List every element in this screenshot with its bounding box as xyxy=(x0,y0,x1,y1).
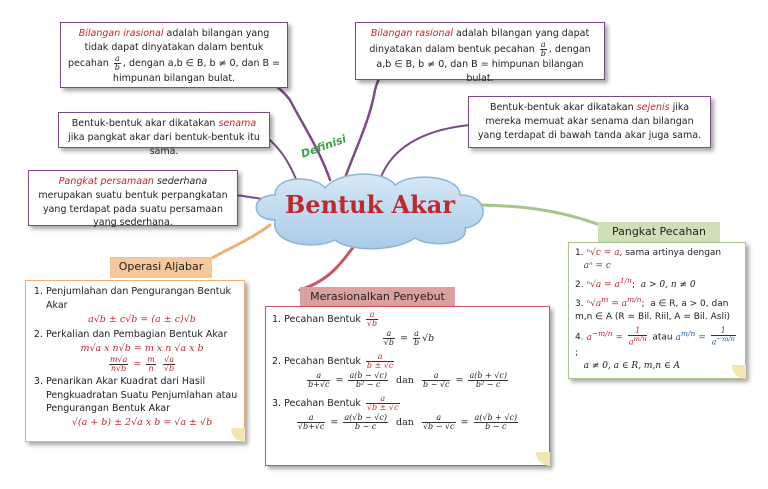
def-pangkat-persamaan-text: merupakan suatu bentuk perpangkatan yang… xyxy=(38,189,228,229)
operasi-item-1-label: Penjumlahan dan Pengurangan Bentuk Akar xyxy=(46,286,231,311)
operasi-item-2-label: Perkalian dan Pembagian Bentuk Akar xyxy=(46,329,228,341)
pangkat-item-2: 2. ⁿ√a = a1/n; a > 0, n ≠ 0 xyxy=(575,276,696,291)
merasional-item-3-label: Pecahan Bentuk xyxy=(284,398,361,409)
merasional-item-3: 3. Pecahan Bentuk a√b ± √c xyxy=(272,394,400,412)
def-rasional-box: Bilangan rasional adalah bilangan yang d… xyxy=(355,22,605,84)
operasi-item-1: Penjumlahan dan Pengurangan Bentuk Akar … xyxy=(46,285,238,326)
def-senama-box: Bentuk-bentuk akar dikatakan senama jika… xyxy=(58,112,270,157)
def-sejenis-post: jika mereka memuat akar senama dan bilan… xyxy=(477,102,702,141)
def-sejenis-pre: Bentuk-bentuk akar dikatakan xyxy=(489,102,637,113)
def-irasional-text2: , dengan a,b ∈ B, b ≠ 0, dan B = himpuna… xyxy=(112,57,280,84)
dan-label: dan xyxy=(396,417,414,428)
pangkat-item-1-text: , sama artinya dengan xyxy=(619,248,722,258)
pangkat-item-4-text: atau xyxy=(652,332,673,343)
central-cloud xyxy=(255,173,484,250)
pangkat-item-2-text: a > 0, n ≠ 0 xyxy=(640,280,696,291)
central-title: Bentuk Akar xyxy=(285,190,455,219)
term-irasional: Bilangan irasional xyxy=(78,28,164,39)
line-pangkat-pecahan xyxy=(468,203,602,227)
term-senama: senama xyxy=(218,118,257,129)
operasi-formula-2: m√a x n√b = m x n √a x b xyxy=(80,343,204,355)
def-senama-pre: Bentuk-bentuk akar dikatakan xyxy=(71,118,219,129)
term-pangkat-persamaan: Pangkat persamaan xyxy=(58,176,154,187)
def-sejenis-box: Bentuk-bentuk akar dikatakan sejenis jik… xyxy=(468,96,711,148)
pangkat-item-3: 3. ⁿ√am = am/n; a ∈ R, a > 0, dan m,n ∈ … xyxy=(575,295,730,323)
operasi-item-3: Penarikan Akar Kuadrat dari Hasil Pengku… xyxy=(46,375,238,430)
def-pangkat-persamaan-box: Pangkat persamaan sederhana merupakan su… xyxy=(28,170,238,229)
pangkat-item-1: 1. ⁿ√c = a, sama artinya dengan aⁿ = c xyxy=(575,248,722,272)
operasi-item-2: Perkalian dan Pembagian Bentuk Akar m√a … xyxy=(46,328,238,373)
pangkat-box: 1. ⁿ√c = a, sama artinya dengan aⁿ = c 2… xyxy=(568,242,746,379)
operasi-box: Penjumlahan dan Pengurangan Bentuk Akar … xyxy=(25,280,245,442)
def-rasional-text2: , dengan a,b ∈ B, b ≠ 0, dan B = himpuna… xyxy=(376,43,591,84)
term-sejenis: sejenis xyxy=(636,102,670,113)
operasi-formula-3: √(a + b) ± 2√a x b = √a ± √b xyxy=(71,417,213,429)
dan-label: dan xyxy=(396,375,414,386)
operasi-formula-1: a√b ± c√b = (a ± c)√b xyxy=(88,313,196,325)
def-rasional-text1: adalah bilangan yang dapat dinyatakan da… xyxy=(369,28,590,55)
pangkat-item-4-cond: a ≠ 0, a ∈ R, m,n ∈ A xyxy=(583,360,680,371)
term-rasional: Bilangan rasional xyxy=(370,28,453,39)
pangkat-item-3-text: a ∈ R, a > 0, dan m,n ∈ A (R = Bil. Riil… xyxy=(575,299,730,323)
line-sejenis xyxy=(379,124,471,181)
def-irasional-box: Bilangan irasional adalah bilangan yang … xyxy=(60,22,288,88)
operasi-header: Operasi Aljabar xyxy=(110,257,212,278)
operasi-item-3-label: Penarikan Akar Kuadrat dari Hasil Pengku… xyxy=(46,375,238,415)
merasional-formula-3: a√b+√c = a(√b − √c)b − c dan a√b − √c = … xyxy=(296,413,519,431)
merasional-item-1: 1. Pecahan Bentuk a√b xyxy=(272,310,379,328)
def-irasional-text1: adalah bilangan yang tidak dapat dinyata… xyxy=(67,28,270,69)
merasional-header: Merasionalkan Penyebut xyxy=(300,287,455,307)
pangkat-header: Pangkat Pecahan xyxy=(598,222,720,242)
def-senama-post: jika pangkat akar dari bentuk-bentuk itu… xyxy=(68,131,260,157)
term-pangkat-persamaan-post: sederhana xyxy=(153,176,208,187)
merasional-item-1-label: Pecahan Bentuk xyxy=(284,314,361,325)
merasional-item-2-label: Pecahan Bentuk xyxy=(284,356,361,367)
